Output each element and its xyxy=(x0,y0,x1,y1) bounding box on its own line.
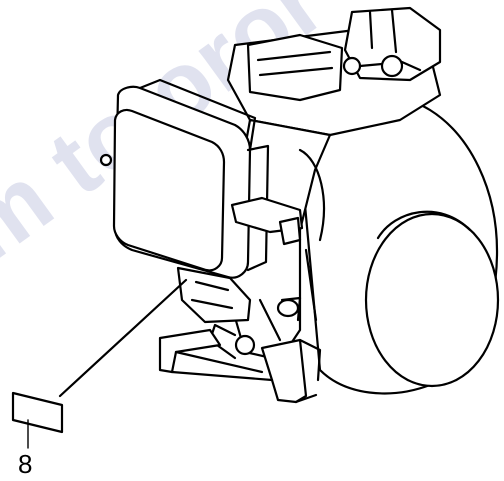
engine-assembly xyxy=(99,6,500,404)
part-8-label-plate: 8 xyxy=(11,391,64,479)
governor-arm xyxy=(258,296,302,342)
base-rail xyxy=(170,350,274,382)
choke-knob xyxy=(278,216,302,246)
head-fins xyxy=(368,8,398,54)
recoil-starter-cover xyxy=(364,212,500,388)
valve-cover-ribs xyxy=(256,50,334,77)
wing-nut xyxy=(99,153,113,167)
crankcase-contours xyxy=(298,148,326,322)
air-cleaner-cover xyxy=(112,108,226,272)
starter-rim xyxy=(376,210,472,240)
carburetor-details xyxy=(190,280,234,310)
valve-cover xyxy=(246,33,344,102)
base-bracket-right xyxy=(260,338,308,404)
breather-fitting xyxy=(342,56,362,76)
callout-number-8: 8 xyxy=(18,449,32,479)
base-bracket-left xyxy=(158,328,222,374)
throttle-pivot xyxy=(234,334,256,356)
air-cleaner-top-edge xyxy=(138,78,257,152)
fuel-valve-knob xyxy=(380,54,404,78)
governor-pivot xyxy=(276,298,300,318)
label-plate-shape xyxy=(11,391,64,434)
fuel-line xyxy=(358,60,422,72)
bracket-flange xyxy=(294,338,322,404)
fuel-cap-block xyxy=(343,6,442,82)
leader-line xyxy=(58,278,188,398)
